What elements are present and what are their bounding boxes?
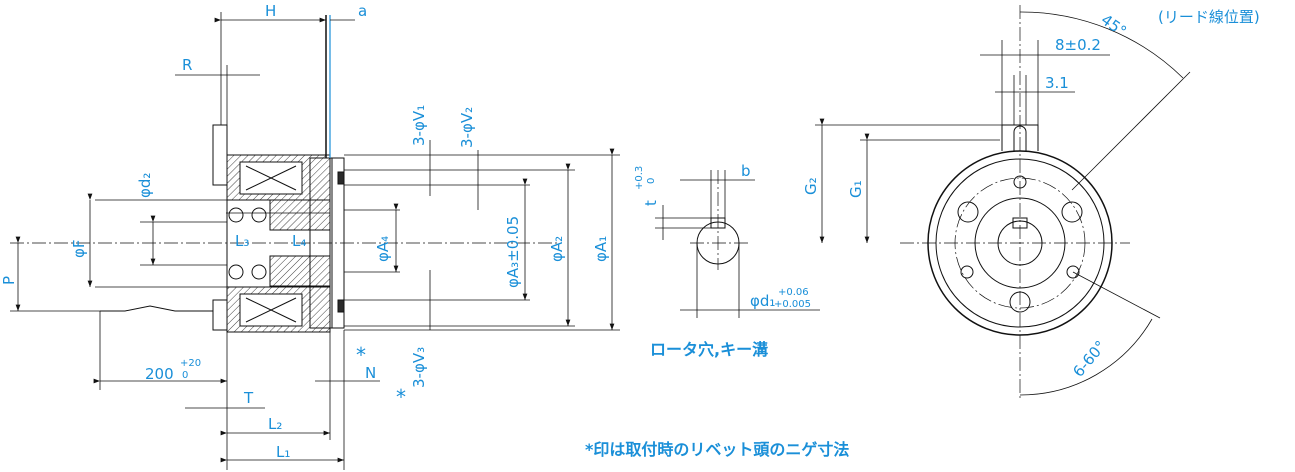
label-t-tol-low: 0 [646,178,657,184]
label-a4: φA₄ [374,236,392,262]
arc-45 [1019,11,1184,79]
pcd-circle [954,177,1086,309]
label-b: b [741,162,751,180]
front-view [815,5,1191,400]
bearing-ball-4 [251,264,267,280]
coil-lower-cross [245,297,297,323]
label-star-v3: * [396,385,406,409]
label-h: H [265,2,276,20]
rivet-hole-3 [1066,265,1080,279]
rivet-lower [337,299,345,313]
label-w8: 8±0.2 [1055,36,1101,54]
line-45 [1071,71,1191,191]
label-v2: 3-φV₂ [458,107,476,148]
keyway-front [1012,217,1028,229]
label-r: R [182,56,192,74]
label-t: T [243,389,254,407]
hub-hatch-lower [269,255,331,287]
label-d1-tol-up: +0.06 [778,287,809,298]
label-star-n: * [356,343,366,367]
label-t-tol-up: +0.3 [634,166,645,190]
arc-60 [1019,318,1153,396]
label-a3: φA₃±0.05 [504,216,522,288]
label-l3: L₃ [235,232,249,250]
rivet-hole-2 [960,265,974,279]
line-60 [1072,271,1161,319]
mount-hole-2 [1061,201,1083,223]
label-l4: L₄ [292,232,306,250]
lead-lug [1001,124,1039,151]
lead-wire [100,305,213,312]
label-a2: φA₂ [548,236,566,262]
bearing-ball-1 [228,207,244,223]
side-section-view [10,12,620,470]
label-lead-tol-up: +20 [180,358,201,369]
footnote: *印は取付時のリベット頭のニゲ寸法 [585,440,849,459]
label-lead-tol-low: 0 [182,370,188,381]
outer-circle-inner [935,158,1105,328]
label-v1: 3-φV₁ [410,105,428,146]
label-d1: φd₁ [750,292,775,310]
label-a1: φA₁ [592,236,610,262]
bearing-ball-2 [251,207,267,223]
label-60: 6-60° [1069,337,1109,380]
key-hole-view [655,170,820,318]
label-f: φF [70,239,88,258]
bore-front [997,220,1043,266]
coil-upper-cross [245,165,297,191]
label-l1: L₁ [276,443,290,461]
label-t-key: t [642,200,660,206]
rivet-hole-1 [1013,175,1027,189]
outer-circle [927,150,1113,336]
flange-bottom [212,299,228,331]
flange-top [212,124,228,186]
rivet-upper [337,171,345,185]
label-a: a [358,2,367,20]
hub-hatch-upper [269,199,331,231]
bearing-ball-3 [228,264,244,280]
label-45: 45° [1098,11,1130,41]
label-d1-tol-low: +0.005 [774,299,811,310]
hole-caption: ロータ穴,キー溝 [650,340,768,359]
label-p: P [0,276,18,285]
mount-hole-3 [1009,291,1031,313]
label-d2: φd₂ [136,173,154,198]
label-n: N [365,364,376,382]
mount-hole-1 [957,201,979,223]
armature-disk [331,157,345,329]
label-lead: 200 [145,365,174,383]
hub-circle [974,197,1066,289]
label-lead-pos: (リード線位置) [1158,8,1260,26]
label-l2: L₂ [268,415,282,433]
label-g1: G₁ [847,180,865,198]
label-g2: G₂ [802,177,820,195]
lead-slot [1013,125,1027,151]
label-v3: 3-φV₃ [410,347,428,388]
label-w31: 3.1 [1045,74,1069,92]
